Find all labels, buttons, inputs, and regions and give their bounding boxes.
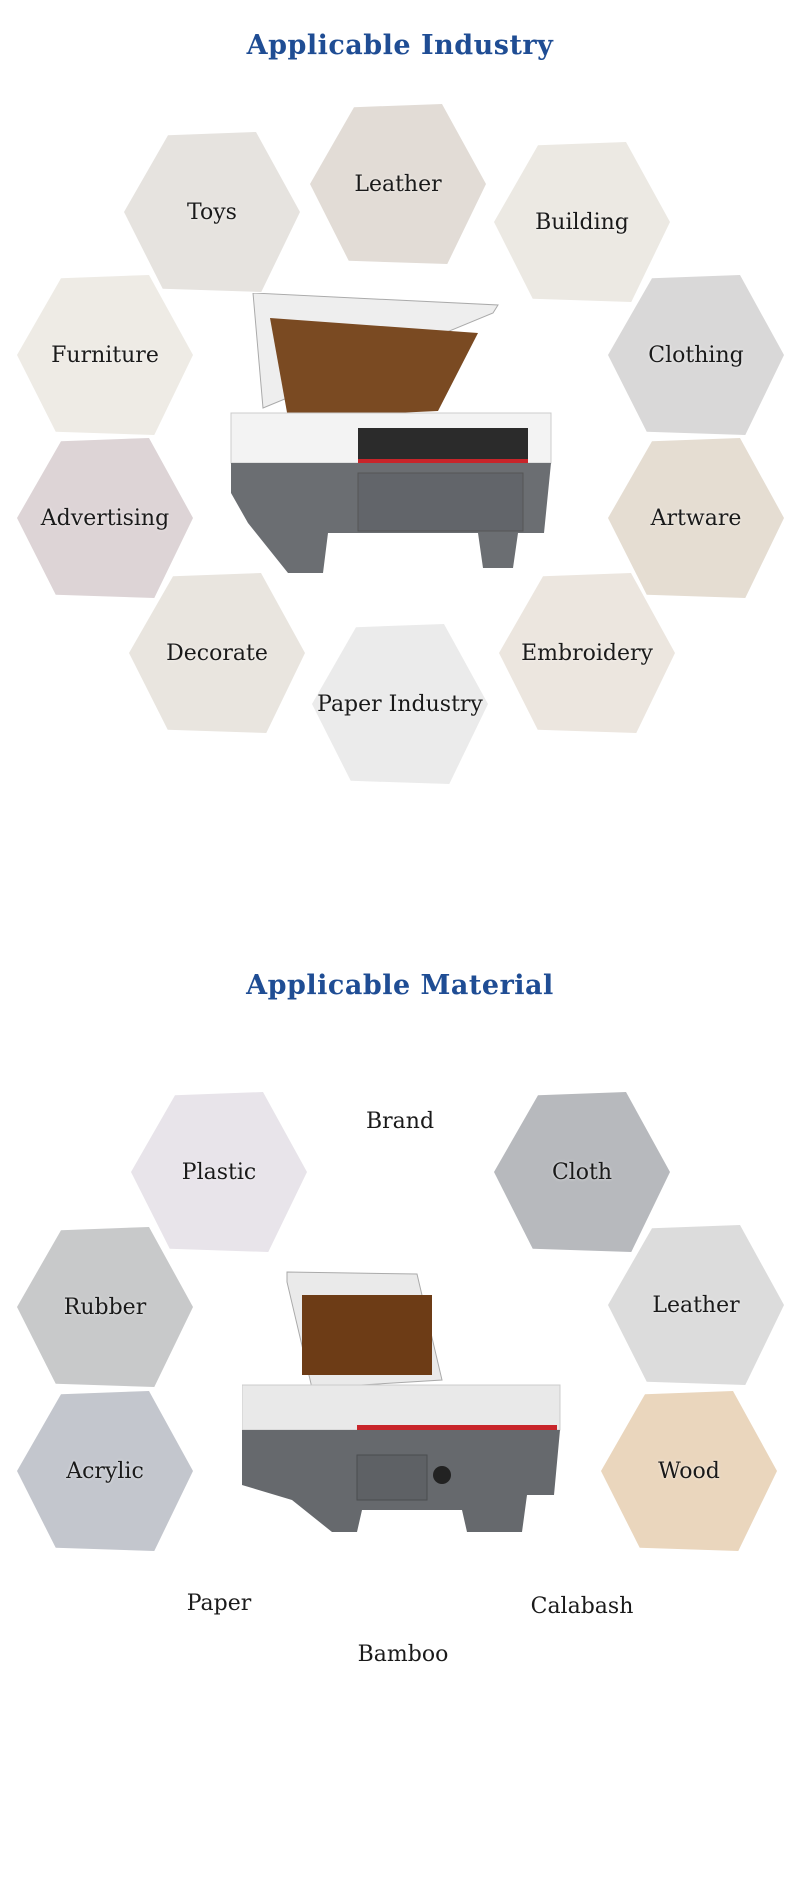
material-item-plastic: Plastic [131, 1092, 307, 1252]
item-label: Cloth [551, 1159, 613, 1185]
material-item-paper: Paper [131, 1523, 307, 1683]
item-label: Leather [354, 171, 442, 197]
item-label: Paper Industry [317, 691, 483, 717]
industry-item-artware: Artware [608, 438, 784, 598]
industry-item-toys: Toys [124, 132, 300, 292]
material-item-leather: Leather [608, 1225, 784, 1385]
item-label: Calabash [530, 1593, 634, 1619]
industry-item-paper-industry: Paper Industry [312, 624, 488, 784]
item-label: Advertising [40, 505, 170, 531]
item-label: Toys [187, 199, 237, 225]
material-item-rubber: Rubber [17, 1227, 193, 1387]
item-label: Clothing [648, 342, 744, 368]
laser-machine-image-2 [242, 1271, 561, 1532]
industry-item-clothing: Clothing [608, 275, 784, 435]
item-label: Leather [652, 1292, 740, 1318]
item-label: Acrylic [66, 1458, 144, 1484]
material-title: Applicable Material [246, 970, 554, 1001]
item-label: Paper [186, 1590, 252, 1616]
industry-item-building: Building [494, 142, 670, 302]
item-label: Embroidery [521, 640, 653, 666]
item-label: Artware [650, 505, 742, 531]
industry-item-decorate: Decorate [129, 573, 305, 733]
material-item-cloth: Cloth [494, 1092, 670, 1252]
item-label: Bamboo [357, 1641, 449, 1667]
material-item-bamboo: Bamboo [315, 1574, 491, 1734]
item-label: Decorate [166, 640, 268, 666]
material-item-calabash: Calabash [494, 1526, 670, 1686]
material-item-brand: Brand [312, 1041, 488, 1201]
item-label: Building [535, 209, 629, 235]
industry-item-advertising: Advertising [17, 438, 193, 598]
industry-title: Applicable Industry [246, 30, 554, 61]
laser-machine-image [230, 293, 552, 573]
industry-item-embroidery: Embroidery [499, 573, 675, 733]
item-label: Furniture [51, 342, 159, 368]
industry-item-furniture: Furniture [17, 275, 193, 435]
item-label: Rubber [63, 1294, 147, 1320]
industry-item-leather: Leather [310, 104, 486, 264]
item-label: Plastic [181, 1159, 257, 1185]
item-label: Brand [365, 1108, 435, 1134]
item-label: Wood [658, 1458, 720, 1484]
